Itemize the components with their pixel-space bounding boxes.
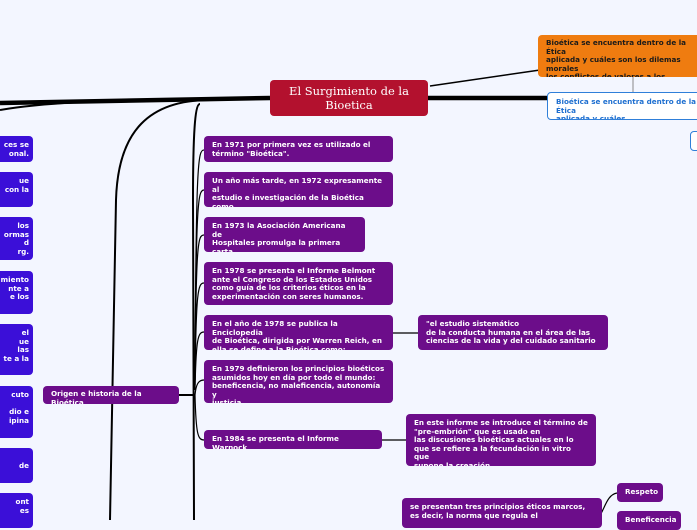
central-topic[interactable]: El Surgimiento de la Bioetica: [270, 80, 428, 116]
history-item-1971[interactable]: En 1971 por primera vez es utilizado el …: [204, 136, 393, 162]
left-topic-8[interactable]: ont es: [0, 493, 33, 528]
central-topic-label: El Surgimiento de la Bioetica: [289, 84, 409, 112]
history-branch-connectors: [194, 149, 205, 441]
left-topic-2[interactable]: ue con la: [0, 172, 33, 207]
connector-1984: [194, 394, 205, 441]
connector-1978a: [194, 282, 205, 386]
history-item-1979[interactable]: En 1979 definieron los principios bioéti…: [204, 360, 393, 403]
history-item-1978-belmont[interactable]: En 1978 se presenta el Informe Belmont a…: [204, 262, 393, 305]
history-trunk-curve: [109, 99, 211, 520]
trunk-line-left-lower: [0, 98, 201, 111]
history-origin-node[interactable]: Origen e historia de la Bioética: [43, 386, 179, 404]
topic-etica-aplicada[interactable]: Bioética se encuentra dentro de la Ética…: [547, 92, 697, 120]
history-item-1984[interactable]: En 1984 se presenta el Informe Warnock: [204, 430, 382, 449]
collapsed-topic[interactable]: [690, 131, 697, 151]
history-item-1973[interactable]: En 1973 la Asociación Americana de Hospi…: [204, 217, 365, 252]
principle-respeto[interactable]: Respeto: [617, 483, 663, 502]
topic-dilemas-morales[interactable]: Bioética se encuentra dentro de la Ética…: [538, 35, 697, 77]
left-topic-1[interactable]: ces se onal.: [0, 136, 33, 162]
orange-connector: [429, 69, 541, 87]
left-topic-7[interactable]: de: [0, 448, 33, 483]
left-topic-3[interactable]: los ormas d rg.: [0, 217, 33, 260]
connector-1979: [194, 379, 205, 396]
left-topic-5[interactable]: el ue las te a la: [0, 324, 33, 375]
encyclopedia-definition[interactable]: "el estudio sistemático de la conducta h…: [418, 315, 608, 350]
principles-intro[interactable]: se presentan tres principios éticos marc…: [402, 498, 602, 528]
principle-beneficencia[interactable]: Beneficencia: [617, 511, 681, 530]
connector-1978b: [194, 331, 205, 391]
warnock-detail[interactable]: En este informe se introduce el término …: [406, 414, 596, 466]
history-spine: [191, 103, 201, 520]
history-item-1978-enciclopedia[interactable]: En el año de 1978 se publica la Enciclop…: [204, 315, 393, 350]
history-item-1972[interactable]: Un año más tarde, en 1972 expresamente a…: [204, 172, 393, 207]
left-topic-4[interactable]: miento nte a e los: [0, 271, 33, 314]
left-topic-6[interactable]: cuto dio e ipina: [0, 386, 33, 438]
